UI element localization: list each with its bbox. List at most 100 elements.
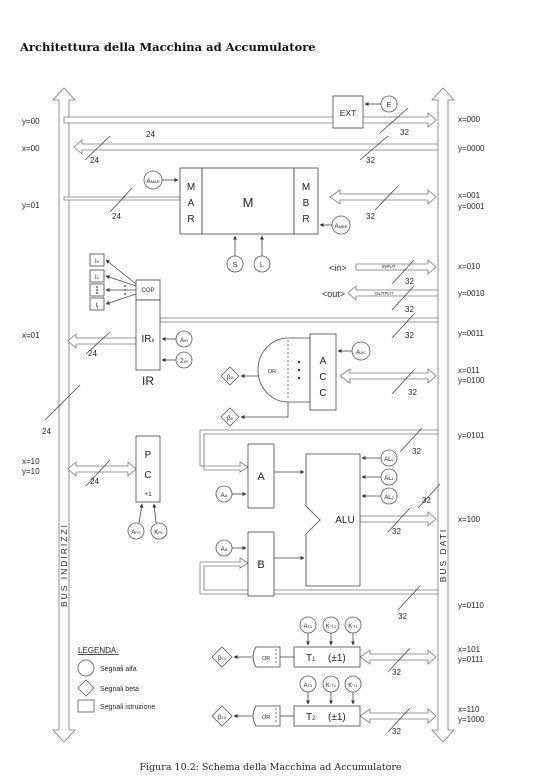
input-label: INPUT <box>382 264 396 269</box>
label-x001: x=001 <box>458 191 481 200</box>
label-x01: x=01 <box>22 331 40 340</box>
bus-y0110 <box>199 557 439 595</box>
label-x000: x=000 <box>458 115 481 124</box>
legend-alpha: Segnali alfa <box>100 666 137 673</box>
legend-instr-icon <box>77 699 95 713</box>
mbr-box <box>293 167 319 235</box>
signal-k-pc-label: KPC <box>154 530 164 536</box>
data-bus <box>431 87 455 743</box>
width-pc: 24 <box>90 477 99 486</box>
bus-t1 <box>359 649 437 665</box>
signal-al0-label: AL0 <box>384 457 394 463</box>
acc-letter-c2: C <box>319 388 326 399</box>
mar-letter-r: R <box>187 214 194 225</box>
legend-instr: Segnali istruzione <box>100 704 155 711</box>
signal-a-mbr-label: AMBR <box>334 223 347 230</box>
register-b <box>247 531 275 597</box>
width-alu-in: 32 <box>422 496 431 505</box>
or-gate-acc-label: OR <box>268 369 276 375</box>
bus-out <box>347 285 439 301</box>
acc-letter-a: A <box>320 356 327 367</box>
signal-a-t1-label: AT1 <box>304 624 313 630</box>
bus-mbr <box>329 189 437 205</box>
data-bus-label: BUS DATI <box>438 528 448 583</box>
width-addr-bus: 24 <box>42 427 51 436</box>
pc-box <box>135 435 161 503</box>
bus-ir-to-addr <box>67 333 137 349</box>
bus-t2 <box>359 708 437 724</box>
t1-op: (±1) <box>328 653 346 664</box>
signal-beta-t1 <box>211 646 233 668</box>
bus-in <box>355 259 437 275</box>
signal-a-t2-label: AT1 <box>304 683 313 689</box>
signal-beta-z-label: βZ <box>227 374 234 381</box>
bus-x00 <box>73 139 439 155</box>
width-y0011: 32 <box>405 331 414 340</box>
label-y0101: y=0101 <box>458 431 485 440</box>
mar-letter-m: M <box>187 182 195 193</box>
ext-label: EXT <box>340 108 357 118</box>
signal-beta-0-label: β0 <box>227 415 234 422</box>
pc-increment: +1 <box>144 491 152 498</box>
or-gate-t2-label: OR <box>262 715 270 721</box>
label-y0111: y=0111 <box>458 655 484 664</box>
signal-l-label: L <box>260 262 264 269</box>
width-x00: 24 <box>90 156 99 165</box>
register-b-label: B <box>257 559 264 571</box>
label-x110: x=110 <box>458 705 480 714</box>
label-x100: x=100 <box>458 515 481 524</box>
ext-box <box>332 95 364 129</box>
signal-a-pc <box>127 522 145 540</box>
label-x101: x=101 <box>458 645 481 654</box>
instr-ij-label: Ij <box>96 303 99 309</box>
memory-box <box>201 167 295 235</box>
label-y0001: y=0001 <box>458 202 485 211</box>
signal-k1-t2-label: K''T1 <box>326 683 337 689</box>
register-a-label: A <box>257 471 265 483</box>
width-alu-out: 32 <box>392 527 401 536</box>
width-in: 32 <box>405 277 414 286</box>
bus-alu-out <box>359 511 437 527</box>
label-x010: x=010 <box>458 262 481 271</box>
width-mbr: 32 <box>366 212 375 221</box>
signal-a-a-label: AA <box>221 493 228 499</box>
bus-y0101 <box>199 429 439 473</box>
label-y10: y=10 <box>22 467 40 476</box>
or-gate-t2 <box>252 705 281 727</box>
signal-beta-0 <box>220 407 240 427</box>
legend-beta-icon <box>77 679 95 697</box>
ir-label: IR <box>142 374 154 388</box>
or-gate-t1-label: OR <box>262 656 270 662</box>
figure-caption: Figura 10.2: Schema della Macchina ad Ac… <box>139 762 402 773</box>
label-y0000: y=0000 <box>458 144 485 153</box>
legend-beta: Segnali beta <box>100 686 139 693</box>
label-x10: x=10 <box>22 457 40 466</box>
ir-x-label: IRx <box>142 334 155 345</box>
pc-letter-p: P <box>145 450 152 461</box>
pc-letter-c: C <box>144 470 151 481</box>
width-x01: 24 <box>88 349 97 358</box>
out-label: <out> <box>322 289 345 299</box>
signal-a-b-label: AB <box>221 547 228 553</box>
legend-title: LEGENDA: <box>78 646 118 655</box>
instr-ij <box>89 297 105 311</box>
signal-a-acc-label: AAC <box>356 349 366 356</box>
bus-acc <box>339 368 437 384</box>
width-t1: 32 <box>392 668 401 677</box>
label-y00: y=00 <box>22 117 40 126</box>
mar-letter-a: A <box>188 198 195 209</box>
label-y1000: y=1000 <box>458 715 485 724</box>
label-y0010: y=0010 <box>458 289 485 298</box>
signal-k-pc <box>150 522 168 540</box>
signal-a-pc-label: APC <box>131 530 141 536</box>
ir-x-box <box>135 299 161 371</box>
address-bus <box>52 87 76 743</box>
bus-y00 <box>63 112 437 128</box>
width-t2: 32 <box>392 727 401 736</box>
signal-k1-t1-label: K''T1 <box>326 624 337 630</box>
t1-box <box>293 646 361 668</box>
label-x00: x=00 <box>22 144 40 153</box>
width-acc: 32 <box>408 388 417 397</box>
alu-label: ALU <box>335 515 354 526</box>
